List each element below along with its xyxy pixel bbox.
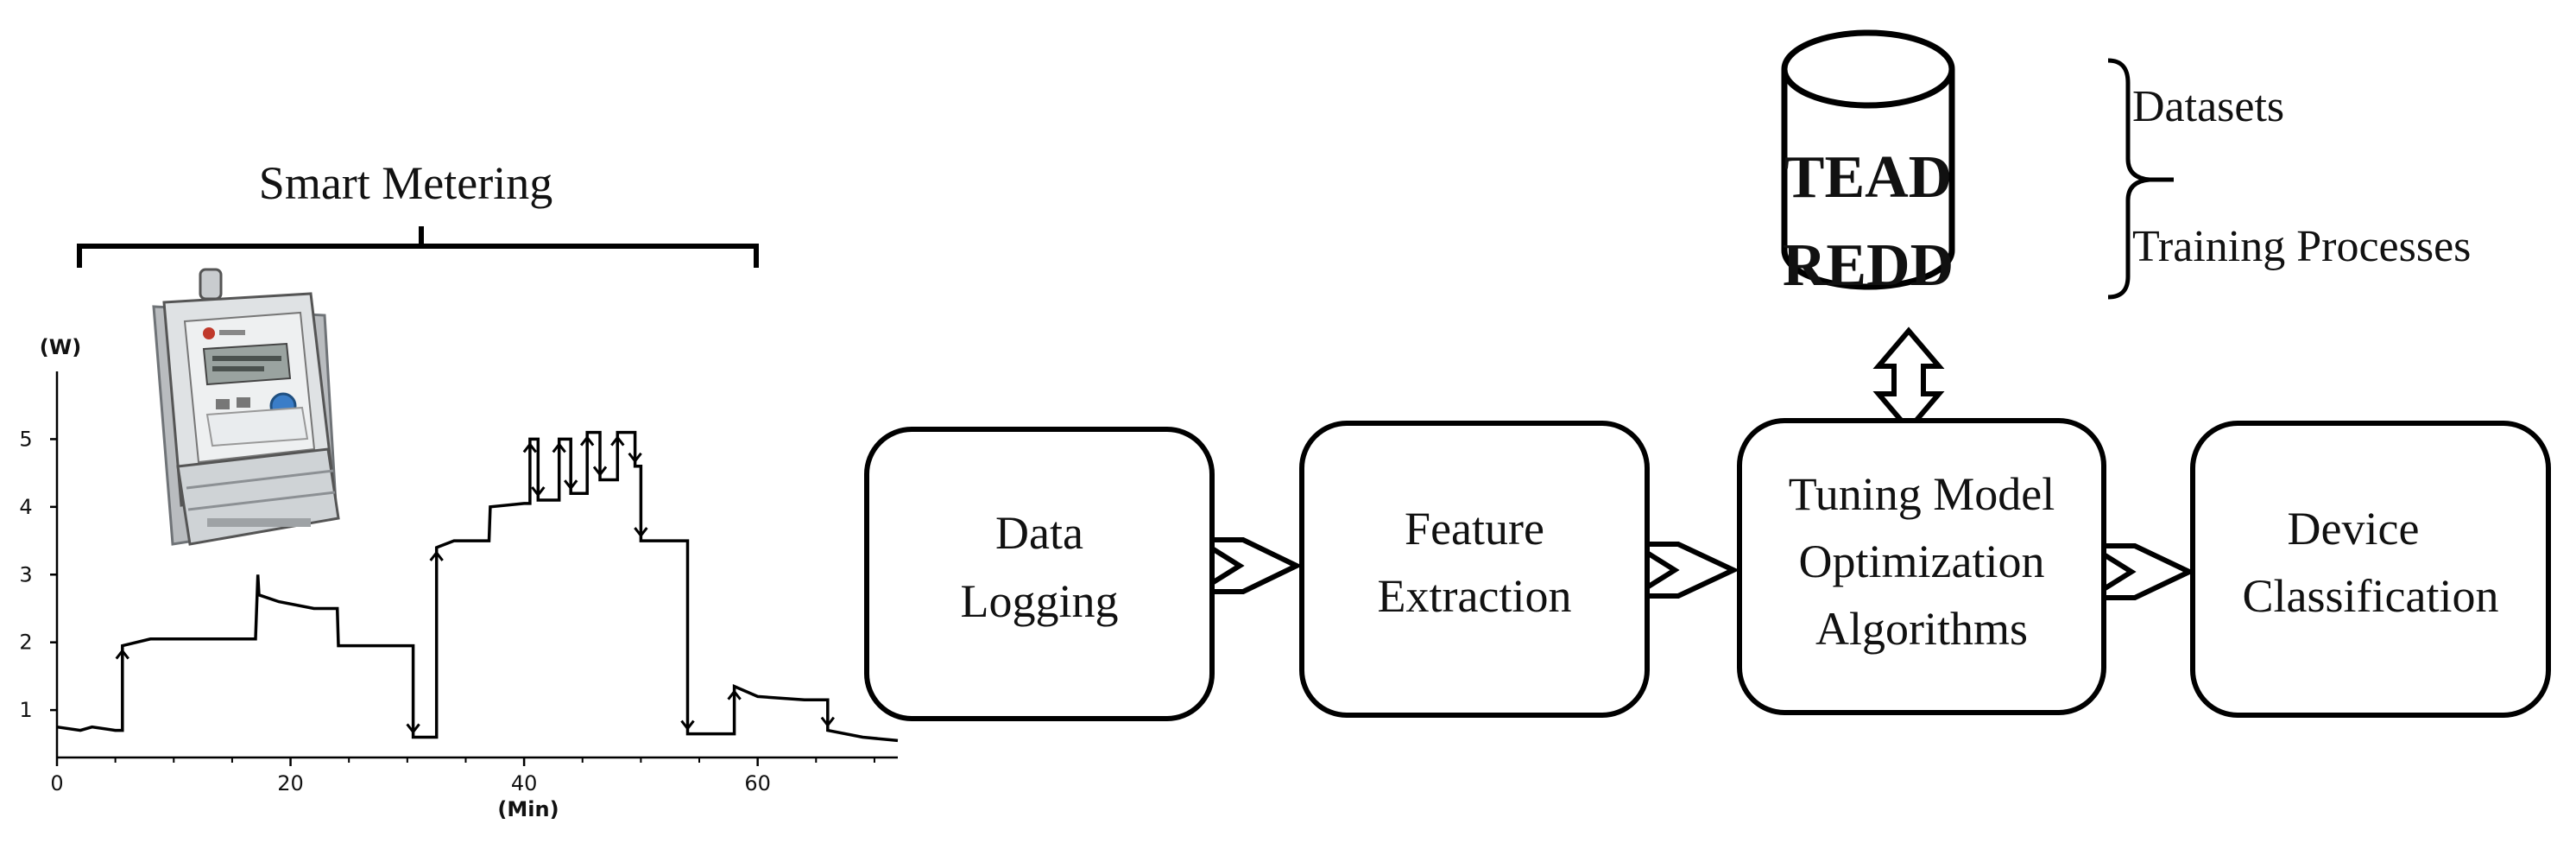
y-tick-label: 3 (19, 562, 32, 586)
step-arrows (115, 435, 836, 734)
pipeline-box-tuning-model: Tuning Model Optimization Algorithms (1737, 418, 2106, 715)
step-arrow (552, 441, 566, 453)
y-tick-label: 1 (19, 698, 32, 722)
x-tick-label: 0 (50, 771, 63, 795)
database-label-redd: REDD (1783, 232, 1954, 299)
step-arrow (564, 479, 578, 491)
x-axis-label: (Min) (497, 797, 559, 821)
y-tick-label: 2 (19, 631, 32, 655)
chevron-connector-3 (2101, 543, 2195, 600)
step-arrow (531, 486, 546, 498)
pipeline-box-feature-extraction: Feature Extraction (1299, 421, 1650, 718)
step-arrow (522, 441, 538, 453)
step-arrow (610, 435, 625, 447)
box2-line1: Feature (1405, 503, 1544, 555)
minor-ticks (114, 757, 875, 763)
x-ticks: 0 20 40 60 (50, 757, 771, 795)
y-axis-label: (W) (40, 335, 81, 359)
box3-line1: Tuning Model (1789, 468, 2055, 520)
database-label-tead: TEAD (1784, 144, 1952, 211)
y-tick-label: 4 (19, 495, 32, 519)
pipeline-box-data-logging: Data Logging (864, 427, 1215, 721)
power-chart: (W) (Min) 0 20 40 60 1 2 3 4 5 (19, 335, 899, 821)
step-arrow (634, 527, 648, 538)
y-tick-label: 5 (19, 427, 32, 451)
step-arrow (406, 723, 420, 734)
box3-line3: Algorithms (1815, 603, 2028, 655)
box1-line1: Data (995, 507, 1083, 559)
step-arrow (115, 649, 129, 660)
dataset-brace: Datasets Training Processes (2107, 58, 2471, 300)
step-arrow (429, 550, 444, 561)
bidirectional-arrow (1872, 326, 1945, 434)
chevron-connector-1 (1209, 537, 1303, 594)
step-arrow (579, 435, 595, 447)
step-arrow (628, 452, 642, 464)
box4-line1: Device (2288, 503, 2420, 555)
box2-line2: Extraction (1378, 570, 1572, 622)
x-tick-label: 40 (511, 771, 538, 795)
datasets-label: Datasets (2132, 82, 2284, 131)
x-tick-label: 60 (744, 771, 771, 795)
step-arrow (727, 689, 742, 700)
step-arrow (820, 716, 836, 728)
box1-line2: Logging (961, 575, 1119, 627)
x-tick-label: 20 (277, 771, 304, 795)
step-arrow (680, 719, 695, 731)
box3-line2: Optimization (1799, 536, 2045, 587)
step-arrow (592, 466, 608, 477)
pipeline-box-device-classification: Device Classification (2190, 421, 2551, 718)
box4-line2: Classification (2243, 570, 2499, 622)
training-processes-label: Training Processes (2132, 222, 2471, 271)
y-ticks: 1 2 3 4 5 (19, 427, 57, 722)
chevron-connector-2 (1645, 542, 1740, 599)
smart-meter-image (152, 268, 340, 546)
smart-metering-label: Smart Metering (259, 157, 552, 209)
database-cylinder: TEAD REDD (1781, 29, 1955, 299)
series-power-line (56, 430, 899, 743)
smart-metering-bracket: Smart Metering (77, 157, 759, 268)
